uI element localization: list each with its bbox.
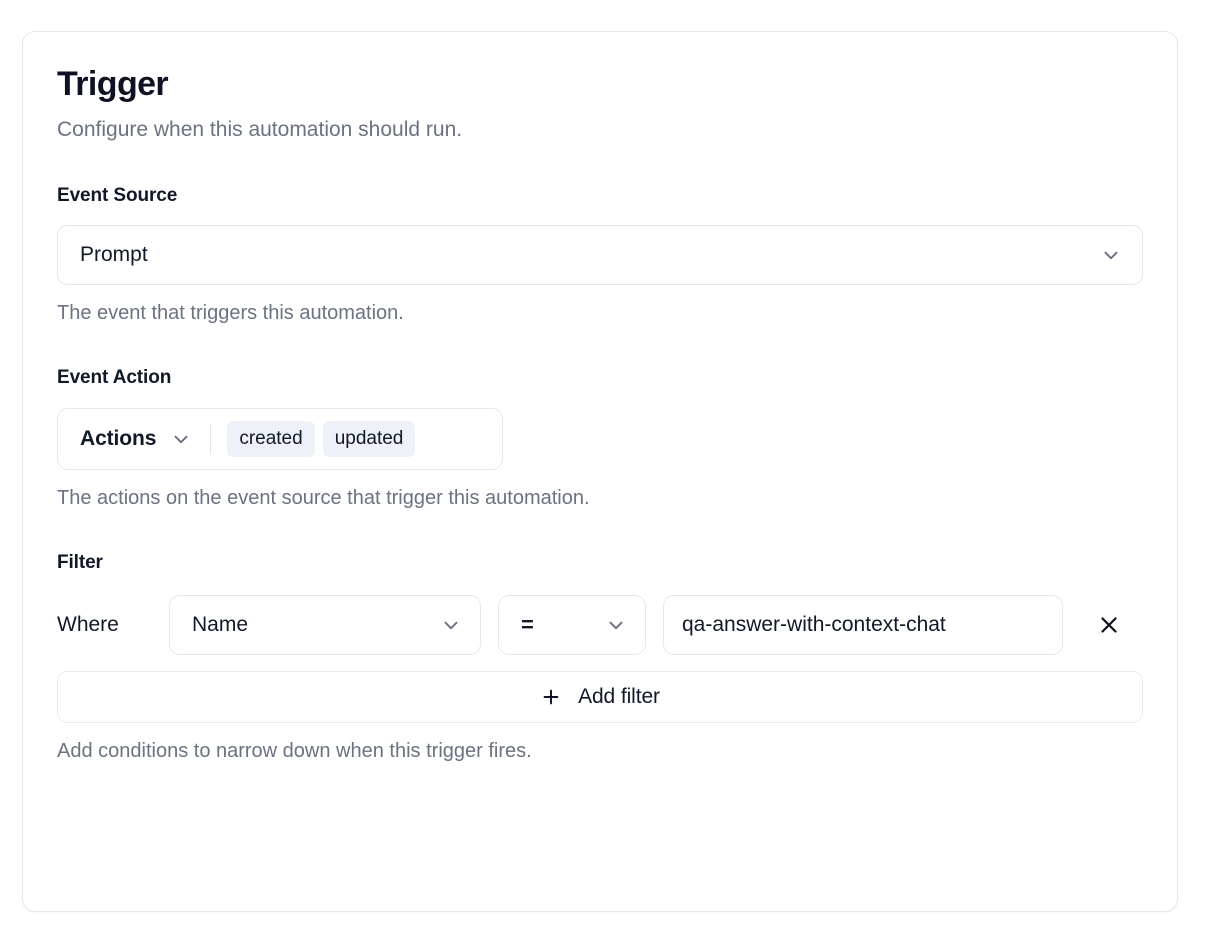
filter-help-text: Add conditions to narrow down when this …: [57, 739, 532, 762]
event-source-selected-value: Prompt: [80, 243, 148, 267]
event-source-help-text: The event that triggers this automation.: [57, 302, 404, 325]
filter-label: Filter: [57, 552, 103, 574]
filter-group: Filter Where Name =: [57, 552, 1143, 763]
page-title: Trigger: [57, 65, 169, 103]
event-source-label: Event Source: [57, 184, 178, 206]
event-action-chip-updated[interactable]: updated: [322, 421, 416, 458]
filter-row: Where Name =: [57, 594, 1143, 655]
event-action-help-text: The actions on the event source that tri…: [57, 487, 590, 510]
add-filter-button[interactable]: Add filter: [57, 670, 1143, 723]
remove-filter-button[interactable]: [1094, 610, 1124, 640]
filter-value-input[interactable]: [663, 594, 1063, 655]
chevron-down-icon: [1104, 252, 1118, 260]
trigger-card: Trigger Configure when this automation s…: [22, 31, 1178, 912]
event-action-label: Event Action: [57, 367, 172, 389]
event-source-select[interactable]: Prompt: [57, 225, 1143, 286]
plus-icon: [543, 689, 559, 705]
event-action-chip-created[interactable]: created: [227, 421, 315, 458]
event-action-dropdown-trigger[interactable]: Actions: [80, 427, 192, 451]
filter-field-value: Name: [192, 612, 249, 636]
chevron-down-icon: [609, 621, 623, 630]
chevron-down-icon: [444, 621, 458, 630]
close-icon: [1101, 617, 1117, 633]
event-source-group: Event Source Prompt The event that trigg…: [57, 185, 1143, 326]
page-subtitle: Configure when this automation should ru…: [57, 118, 463, 142]
event-action-dropdown-label: Actions: [80, 427, 157, 451]
event-action-group: Event Action Actions created updated The…: [57, 367, 1143, 510]
filter-operator-select[interactable]: =: [498, 594, 646, 655]
event-action-combobox: Actions created updated: [57, 408, 503, 471]
chevron-down-icon: [174, 435, 188, 444]
filter-operator-value: =: [521, 611, 534, 637]
filter-field-select[interactable]: Name: [169, 594, 481, 655]
event-action-chip-list: created updated: [227, 421, 416, 458]
filter-where-label: Where: [57, 612, 119, 636]
add-filter-button-label: Add filter: [578, 684, 660, 708]
vertical-divider: [210, 424, 212, 455]
